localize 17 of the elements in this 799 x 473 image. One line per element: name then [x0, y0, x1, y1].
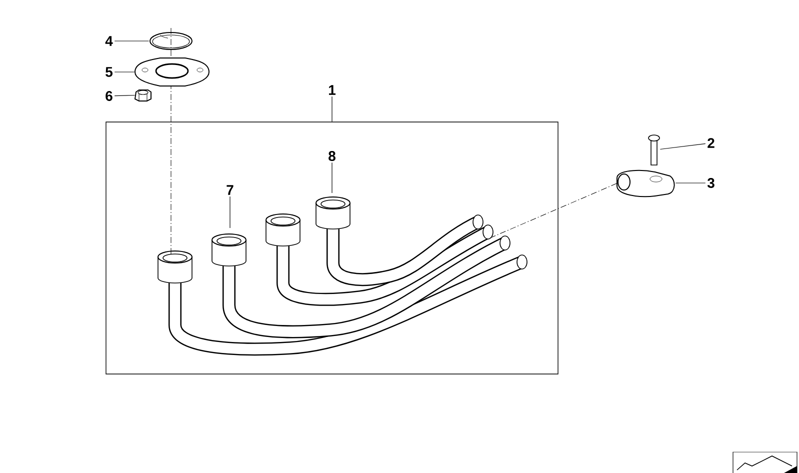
callout-number: 4 [105, 36, 113, 46]
leader-line [114, 40, 150, 42]
callout-number: 7 [226, 185, 234, 195]
callout-number: 1 [329, 85, 336, 95]
callout-number: 3 [707, 178, 714, 188]
callout-number: 2 [708, 138, 714, 148]
callout-number: 8 [328, 151, 336, 161]
callout-number: 6 [106, 91, 112, 101]
frame-box [106, 122, 558, 374]
leader-line [114, 94, 136, 96]
bolt-drawing [648, 134, 660, 166]
leader-line [660, 143, 706, 150]
sealing-ring-drawing [150, 32, 192, 50]
leader-line [675, 182, 706, 184]
callout-number: 5 [106, 67, 112, 77]
flange-drawing [134, 58, 210, 86]
clamp-drawing [616, 170, 675, 198]
